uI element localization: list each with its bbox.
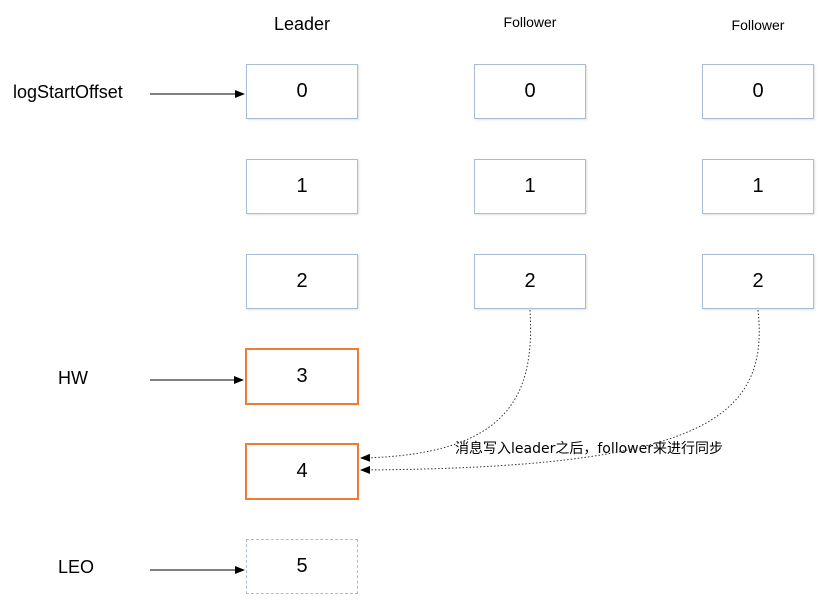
leader-offset-3: 3 <box>245 348 359 405</box>
leader-offset-0: 0 <box>246 64 358 119</box>
follower-2-offset-2: 2 <box>702 254 814 309</box>
follower-1-sync-path <box>360 309 532 462</box>
leader-offset-1: 1 <box>246 159 358 214</box>
follower-1-offset-0: 0 <box>474 64 586 119</box>
log-start-offset-label: logStartOffset <box>13 82 123 102</box>
follower-1-title: Follower <box>503 14 557 30</box>
sync-annotation: 消息写入leader之后，follower来进行同步 <box>455 441 723 457</box>
leader-offset-5: 5 <box>246 539 358 594</box>
follower-2-sync-path <box>360 309 760 474</box>
follower-2-offset-1: 1 <box>702 159 814 214</box>
follower-2-title: Follower <box>731 17 785 33</box>
leader-offset-2: 2 <box>246 254 358 309</box>
follower-1-offset-2: 2 <box>474 254 586 309</box>
leo-label: LEO <box>58 557 95 577</box>
leader-title: Leader <box>273 14 331 34</box>
follower-1-offset-1: 1 <box>474 159 586 214</box>
hw-label: HW <box>58 368 88 388</box>
leader-offset-4: 4 <box>245 443 359 500</box>
follower-2-offset-0: 0 <box>702 64 814 119</box>
